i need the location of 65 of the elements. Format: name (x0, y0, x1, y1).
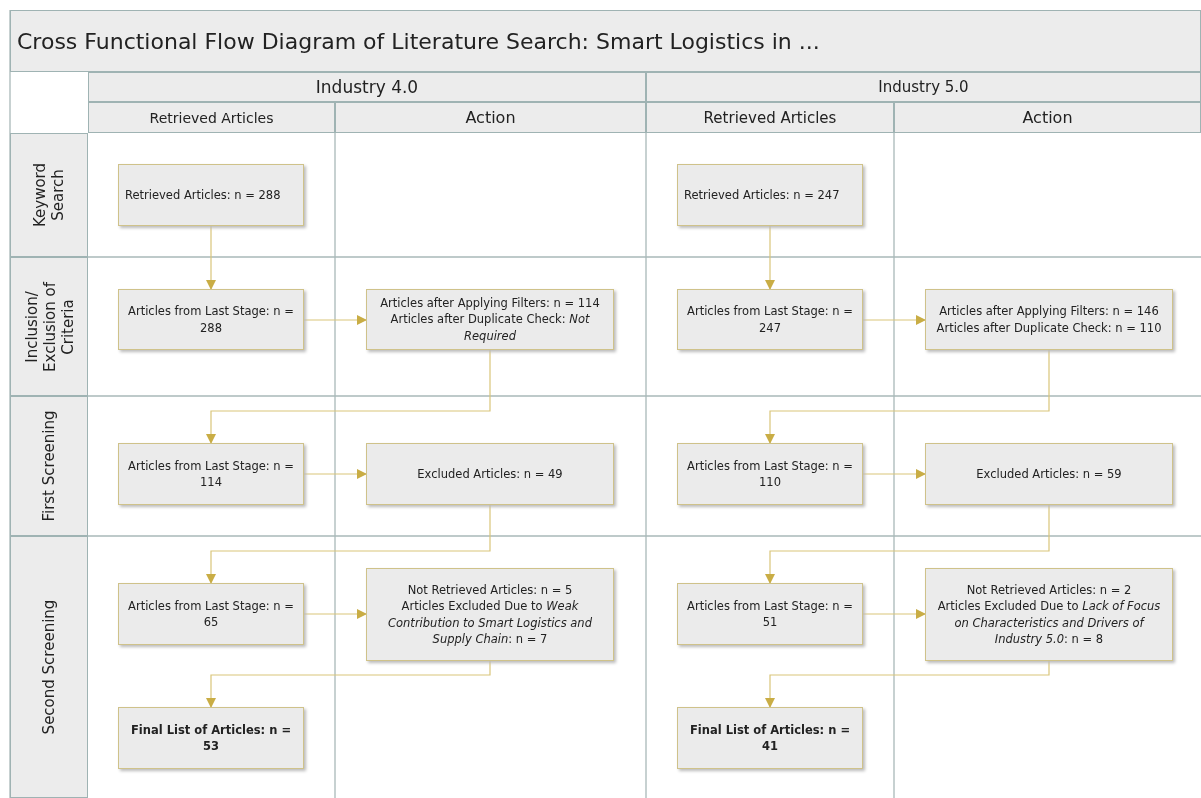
process-box (118, 164, 304, 226)
arrow (303, 609, 367, 619)
subcolumn-header: Action (335, 102, 646, 133)
box-text: Articles from Last Stage: n = 51 (686, 597, 854, 631)
box-text: Final List of Articles: n = 41 (688, 721, 852, 755)
arrow (206, 660, 491, 708)
lane-title: Inclusion/ Exclusion of Criteria (22, 280, 76, 374)
row-header (10, 536, 88, 798)
row-header (10, 133, 88, 257)
box-text: Articles from Last Stage: n = 247 (686, 303, 854, 336)
process-box (677, 443, 863, 505)
process-box (366, 443, 614, 505)
box-text: Articles Excluded Due to Lack of Focus on Characteristics and Drivers of Industry 5.0: n = 8 (936, 598, 1162, 647)
arrow (765, 660, 1050, 708)
arrow (303, 315, 367, 325)
box-text: Articles after Duplicate Check: n = 110 (936, 319, 1162, 336)
process-box (118, 289, 304, 350)
row-header (10, 257, 88, 396)
subcolumn-header: Retrieved Articles (88, 102, 335, 133)
process-box (366, 568, 614, 661)
arrow (862, 315, 926, 325)
subcolumn-header: Action (894, 102, 1201, 133)
arrow (862, 609, 926, 619)
box-text: Articles after Applying Filters: n = 146 (939, 303, 1159, 320)
box-text: Not Retrieved Articles: n = 5 (407, 582, 573, 599)
lane-title: Keyword Search (31, 161, 67, 230)
box-text: Articles after Duplicate Check: Not Required (389, 311, 591, 344)
process-box (118, 583, 304, 645)
box-text: Excluded Articles: n = 49 (417, 465, 563, 483)
box-text: Not Retrieved Articles: n = 2 (966, 582, 1132, 599)
arrow (206, 504, 491, 584)
process-box (925, 568, 1173, 661)
box-text: Retrieved Articles: n = 288 (125, 186, 281, 204)
row-header (10, 396, 88, 536)
process-box (677, 583, 863, 645)
box-text: Articles after Applying Filters: n = 114 (380, 295, 600, 312)
box-text: Articles from Last Stage: n = 110 (686, 457, 854, 491)
arrow (765, 504, 1050, 584)
box-text: Articles from Last Stage: n = 288 (127, 303, 295, 336)
arrow (303, 469, 367, 479)
lane-title: Second Screening (40, 598, 58, 737)
diagram-title: Cross Functional Flow Diagram of Literature Search: Smart Logistics in ... (10, 10, 1201, 72)
subcolumn-header: Retrieved Articles (646, 102, 894, 133)
process-box (677, 707, 863, 769)
arrow (765, 349, 1050, 444)
process-box (677, 289, 863, 350)
box-text: Final List of Articles: n = 53 (129, 721, 293, 755)
column-header: Industry 4.0 (88, 72, 646, 102)
process-box (366, 289, 614, 350)
box-text: Excluded Articles: n = 59 (976, 465, 1122, 483)
process-box (925, 289, 1173, 350)
lane-title: First Screening (40, 409, 58, 524)
process-box (677, 164, 863, 226)
box-text: Retrieved Articles: n = 247 (684, 186, 840, 204)
box-text: Articles Excluded Due to Weak Contribution to Smart Logistics and Supply Chain: n = 7 (387, 598, 593, 647)
box-text: Articles from Last Stage: n = 65 (127, 597, 295, 631)
arrow (206, 349, 491, 444)
column-header: Industry 5.0 (646, 72, 1201, 102)
arrow (765, 225, 775, 290)
process-box (118, 443, 304, 505)
process-box (925, 443, 1173, 505)
arrow (206, 225, 216, 290)
box-text: Articles from Last Stage: n = 114 (127, 457, 295, 491)
process-box (118, 707, 304, 769)
arrow (862, 469, 926, 479)
